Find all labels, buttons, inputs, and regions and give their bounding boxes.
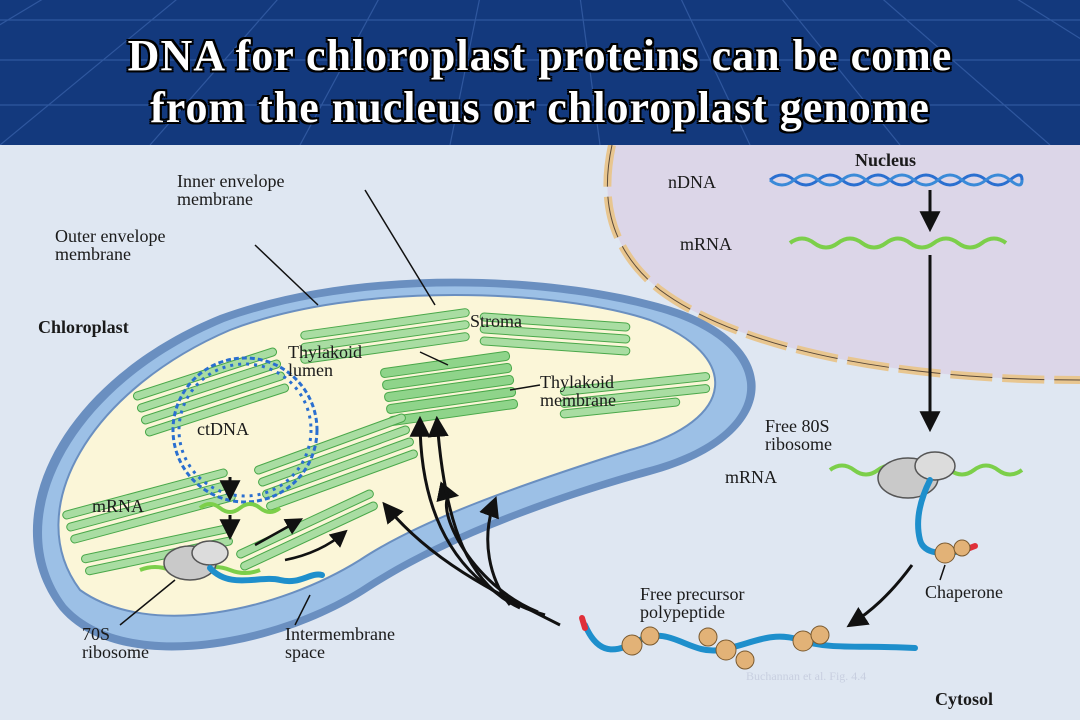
label-inner-envelope-line2: membrane [177,189,253,209]
title-line-1: DNA for chloroplast proteins can be come [127,31,953,80]
label-free80s-line1: Free 80S [765,416,830,436]
label-70s-line2: ribosome [82,642,149,662]
precursor-signal-peptide [579,615,588,631]
arrow-to-stroma-1 [284,529,348,562]
label-thylakoid-membrane-line1: Thylakoid [540,372,614,392]
title-banner: DNA for chloroplast proteins can be come… [0,0,1080,145]
label-ctdna: ctDNA [197,419,249,439]
title-line-2: from the nucleus or chloroplast genome [150,83,930,132]
chloroplast-polypeptide [207,565,325,585]
slide-title: DNA for chloroplast proteins can be come… [0,30,1080,134]
nucleus [603,145,1080,384]
label-thylakoid-lumen-line2: lumen [288,360,333,380]
chloroplast-mrna-strand [198,502,282,514]
grana-stack-top [300,308,631,364]
thylakoid-network [62,308,711,576]
arrow-to-thylakoid-1 [254,518,304,547]
label-outer-envelope-line2: membrane [55,244,131,264]
arrow-release [846,564,914,628]
nuclear-mrna-strand [788,236,1008,250]
ribosome-80s-small-subunit [914,451,956,481]
label-nucleus: Nucleus [855,150,916,170]
grana-stack-lower [62,413,418,576]
chloroplast [32,278,756,651]
label-inner-envelope-line1: Inner envelope [177,171,284,191]
label-outer-envelope-line1: Outer envelope [55,226,165,246]
ctdna-ring-inner [177,362,313,498]
label-cytosol: Cytosol [935,689,993,709]
import-arrows [382,415,561,627]
label-70s-line1: 70S [82,624,110,644]
grana-stack-upper-left [132,347,290,437]
label-ndna: nDNA [668,172,716,192]
label-leaders [119,189,541,626]
banner-decoration [0,0,1080,145]
label-precursor-line2: polypeptide [640,602,725,622]
chaperone-blob-2 [953,539,971,557]
ribosome-70s-small-subunit [191,540,229,566]
label-free80s-line2: ribosome [765,434,832,454]
label-mrna-chloroplast: mRNA [92,496,144,516]
label-chaperone: Chaperone [925,582,1003,602]
chaperone-blob-1 [934,542,956,564]
label-thylakoid-lumen-line1: Thylakoid [288,342,362,362]
grana-stack-center [380,351,519,426]
chloroplast-protein-diagram: Nucleus nDNA mRNA Inner envelope membran… [32,145,1080,709]
citation: Buchannan et al. Fig. 4.4 [746,669,866,683]
ndna-helix [769,173,1024,187]
nucleus-body [607,145,1080,380]
nuclear-envelope-edge [606,145,1080,381]
label-intermembrane-line2: space [285,642,325,662]
label-stroma: Stroma [470,311,522,331]
label-mrna-cytosol: mRNA [725,467,777,487]
grana-stack-right [559,372,711,419]
free-precursor-polypeptide [579,615,918,670]
label-chloroplast: Chloroplast [38,317,129,337]
label-mrna-nuclear: mRNA [680,234,732,254]
label-precursor-line1: Free precursor [640,584,744,604]
label-thylakoid-membrane-line2: membrane [540,390,616,410]
label-intermembrane-line1: Intermembrane [285,624,395,644]
ctdna-ring-outer [171,356,319,504]
chaperone-leader [939,564,946,581]
